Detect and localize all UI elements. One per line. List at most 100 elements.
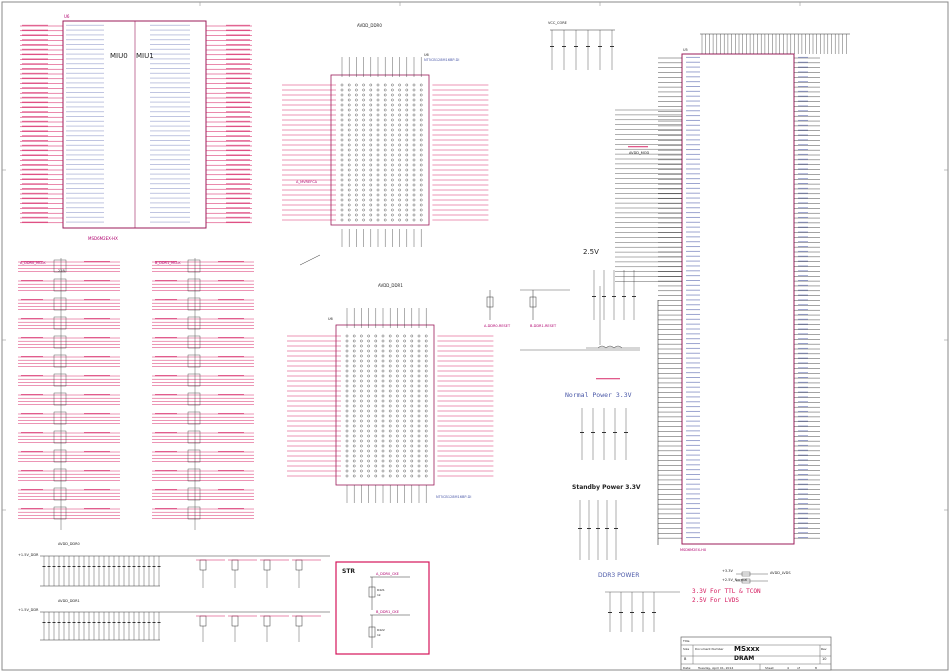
standby-cap — [591, 432, 595, 433]
ball-pin — [345, 459, 349, 463]
ball-pin — [419, 138, 423, 142]
main-ic-pin-name — [798, 71, 808, 73]
ball-pin — [417, 444, 421, 448]
res-array-pack — [187, 430, 201, 444]
ball-pin — [396, 339, 399, 343]
cap-resistor — [263, 615, 271, 627]
ball-pin — [388, 394, 392, 398]
ball-pin — [403, 454, 406, 458]
main-ic-pin-name — [798, 284, 808, 286]
cap-plate — [127, 566, 131, 567]
miu-pin-name-l — [66, 188, 104, 189]
res-array-pack — [187, 297, 201, 311]
ball-pin — [374, 464, 378, 468]
ball-pin — [367, 409, 370, 413]
main-ic-pin-name — [686, 71, 700, 73]
ball-pin — [403, 369, 406, 373]
res-array-net — [21, 261, 43, 263]
ball-pin — [417, 384, 421, 388]
ball-pin — [360, 374, 363, 378]
str-box: STR A_DDR0_CKE B_DDR1_CKE R421 1k R422 1… — [335, 561, 430, 655]
miu-net-right — [226, 149, 250, 151]
ball-pin — [410, 439, 414, 443]
ball-pin — [388, 334, 392, 338]
ddr3-cap — [608, 612, 612, 613]
ball-pin — [424, 359, 428, 363]
ball-pin — [419, 163, 423, 167]
cap-plate — [107, 566, 111, 567]
res-array-net — [218, 299, 244, 301]
cap-resistor — [231, 615, 239, 627]
miu-pin-name-l — [66, 197, 104, 199]
ball-pin — [381, 364, 385, 368]
power-decoupling-caps — [40, 555, 330, 642]
ball-pin — [352, 339, 356, 343]
ball-pin — [362, 128, 365, 132]
ball-pin — [345, 474, 349, 478]
ball-pin — [347, 103, 351, 107]
main-ic-pin-name — [686, 183, 700, 184]
ball-pin — [347, 208, 351, 212]
ball-pin — [345, 404, 349, 408]
miu-pin-name-l — [66, 192, 104, 194]
ball-pin — [403, 434, 406, 438]
main-ic-pin-name — [798, 425, 808, 427]
main-ic-pin-name — [686, 275, 700, 277]
miu-pin-name-r — [150, 68, 190, 69]
main-ic-pin-name — [686, 299, 700, 301]
res-array-net — [155, 280, 177, 282]
ball-pin — [360, 429, 363, 433]
rail-ddr1-a: AVDD_DDR1 — [58, 599, 80, 603]
ball-pin — [396, 354, 399, 358]
ball-pin — [362, 173, 365, 177]
res-array-pack — [187, 506, 201, 520]
cap-plate — [87, 566, 91, 567]
ball-pin — [403, 414, 406, 418]
ball-pin — [340, 133, 344, 137]
main-ic-pin-name — [686, 512, 700, 514]
ball-pin — [398, 183, 401, 187]
ball-pin — [410, 379, 414, 383]
ball-pin — [391, 83, 394, 87]
main-ic-pin-name — [686, 270, 700, 272]
miu-pin-name-l — [66, 106, 104, 108]
ball-pin — [383, 168, 387, 172]
cap-plate — [72, 566, 76, 567]
main-ic-pin-name — [686, 202, 700, 204]
ddr3-power-network — [605, 571, 768, 632]
ddr3-cap — [652, 612, 656, 613]
ball-pin — [417, 334, 421, 338]
main-ic-pin-name — [798, 454, 808, 456]
ball-pin — [369, 158, 373, 162]
miu-net-right — [226, 221, 250, 223]
ball-pin — [398, 218, 401, 222]
ball-pin — [360, 369, 363, 373]
main-ic-pin-name — [798, 493, 808, 495]
miu-pin-name-r — [150, 192, 190, 194]
res-array-net — [21, 299, 43, 301]
ball-pin — [410, 349, 414, 353]
main-ic-pin-name — [798, 469, 808, 471]
ball-pin — [410, 399, 414, 403]
res-array-net — [84, 261, 110, 263]
ball-pin — [347, 163, 351, 167]
ball-pin — [398, 128, 401, 132]
ball-pin — [369, 138, 373, 142]
ball-pin — [417, 394, 421, 398]
ball-pin — [347, 133, 351, 137]
miu-net-left — [22, 53, 48, 55]
ball-pin — [376, 103, 380, 107]
miu-net-right — [226, 58, 250, 60]
ball-pin — [362, 118, 365, 122]
ball-pin — [419, 133, 423, 137]
cap-plate — [122, 566, 126, 567]
res-array-net — [155, 470, 177, 472]
ball-pin — [340, 193, 344, 197]
main-ic-pin-name — [686, 527, 700, 529]
ball-pin — [347, 83, 351, 87]
miu-pin-name-r — [150, 159, 190, 161]
ball-pin — [376, 183, 380, 187]
ball-pin — [424, 334, 428, 338]
main-ic-pin-name — [798, 289, 808, 291]
ball-pin — [410, 449, 414, 453]
